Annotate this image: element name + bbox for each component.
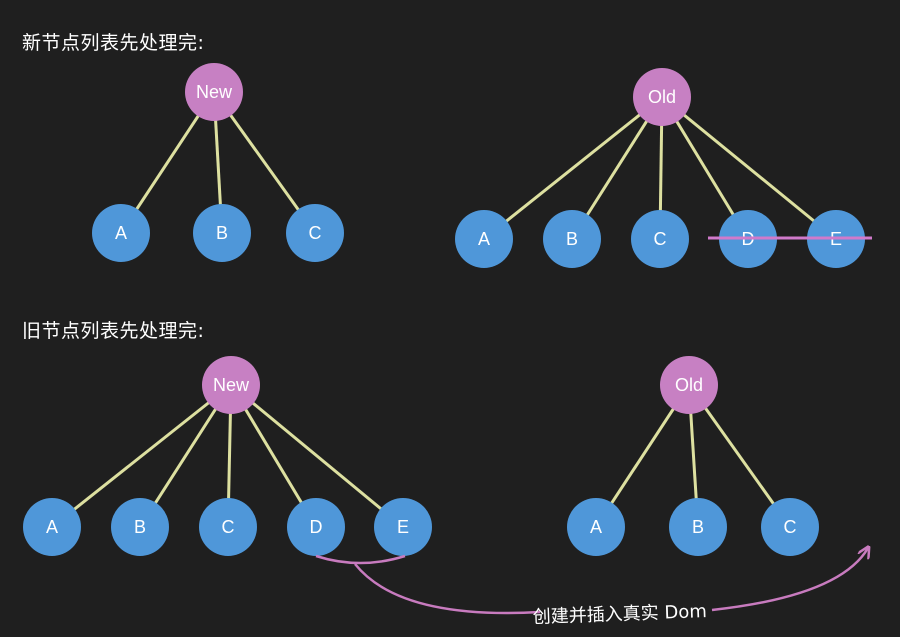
section-1-tree-old-root-circle	[660, 356, 718, 414]
section-1-tree-old-node-a: A	[567, 498, 625, 556]
section-0-tree-new-node-c-label: C	[309, 223, 322, 243]
section-1-tree-new-node-c-label: C	[222, 517, 235, 537]
section-0-tree-old-node-c: C	[631, 210, 689, 268]
section-0-tree-old-root-label: Old	[648, 87, 676, 107]
section-0-tree-new-node-b: B	[193, 204, 251, 262]
section-1-tree-old-node-b-label: B	[692, 517, 704, 537]
section-0-tree-new-root: New	[185, 63, 243, 121]
section-0-tree-old-root: Old	[633, 68, 691, 126]
section-1-tree-new-node-e-label: E	[397, 517, 409, 537]
section-1-tree-new-edge-e	[230, 383, 404, 529]
arrow-right-segment	[711, 548, 868, 612]
section-1-tree-new-node-e: E	[374, 498, 432, 556]
section-1-tree-new-node-b-circle	[111, 498, 169, 556]
annotation-create-insert-dom: 创建并插入真实 Dom	[532, 601, 707, 628]
section-1-tree-old-node-c: C	[761, 498, 819, 556]
section-1-tree-old-root: Old	[660, 356, 718, 414]
section-1-tree-old-node-c-circle	[761, 498, 819, 556]
section-0-tree-new-node-a-label: A	[115, 223, 127, 243]
section-0-tree-new-node-a-circle	[92, 204, 150, 262]
section-0-tree-old-node-c-circle	[631, 210, 689, 268]
bracket-d-e	[315, 554, 406, 565]
section-1-tree-new-node-b: B	[111, 498, 169, 556]
section-1-tree-new-root: New	[202, 356, 260, 414]
nodes-layer: ABCNewABCDEOldABCDENewABCOld	[23, 63, 865, 556]
section-1-tree-old-node-a-label: A	[590, 517, 602, 537]
section-0-tree-new-node-c: C	[286, 204, 344, 262]
section-0-tree-old-node-c-label: C	[654, 229, 667, 249]
edges-layer	[51, 91, 837, 529]
section-1-tree-new-node-a-label: A	[46, 517, 58, 537]
section-1-tree-old-node-b: B	[669, 498, 727, 556]
section-0-tree-old-node-a-label: A	[478, 229, 490, 249]
section-1-tree-new-node-e-circle	[374, 498, 432, 556]
section-0-tree-old-root-circle	[633, 68, 691, 126]
section-1-tree-old-node-c-label: C	[784, 517, 797, 537]
section-title-old-first: 旧节点列表先处理完:	[22, 320, 205, 342]
section-0-tree-new-node-c-circle	[286, 204, 344, 262]
section-0-tree-old-node-b: B	[543, 210, 601, 268]
section-0-tree-new-node-b-label: B	[216, 223, 228, 243]
section-title-new-first: 新节点列表先处理完:	[22, 32, 205, 54]
section-1-tree-new-node-c: C	[199, 498, 257, 556]
section-1-tree-new-edge-a	[51, 383, 232, 529]
section-1-tree-new-root-circle	[202, 356, 260, 414]
section-1-tree-old-edge-c	[687, 384, 792, 528]
section-0-tree-new-root-circle	[185, 63, 243, 121]
section-0-tree-old-node-a-circle	[455, 210, 513, 268]
arrow-left-segment	[354, 563, 541, 615]
overlay-layer: 创建并插入真实 Dom	[315, 236, 872, 628]
section-0-tree-old-node-a: A	[455, 210, 513, 268]
section-1-tree-new-node-a-circle	[23, 498, 81, 556]
section-1-tree-new-node-c-circle	[199, 498, 257, 556]
section-0-tree-new-node-b-circle	[193, 204, 251, 262]
section-1-tree-old-node-a-circle	[567, 498, 625, 556]
section-1-tree-new-root-label: New	[213, 375, 250, 395]
section-1-tree-new-node-b-label: B	[134, 517, 146, 537]
section-0-tree-old-edge-a	[483, 95, 663, 241]
section-0-tree-old-node-b-circle	[543, 210, 601, 268]
section-0-tree-old-node-b-label: B	[566, 229, 578, 249]
section-1-tree-new-node-d-circle	[287, 498, 345, 556]
section-0-tree-new-root-label: New	[196, 82, 233, 102]
section-1-tree-new-node-a: A	[23, 498, 81, 556]
section-0-tree-old-edge-e	[661, 95, 837, 241]
section-1-tree-old-root-label: Old	[675, 375, 703, 395]
section-0-tree-new-node-a: A	[92, 204, 150, 262]
section-1-tree-new-node-d-label: D	[310, 517, 323, 537]
section-1-tree-old-node-b-circle	[669, 498, 727, 556]
section-1-tree-new-node-d: D	[287, 498, 345, 556]
